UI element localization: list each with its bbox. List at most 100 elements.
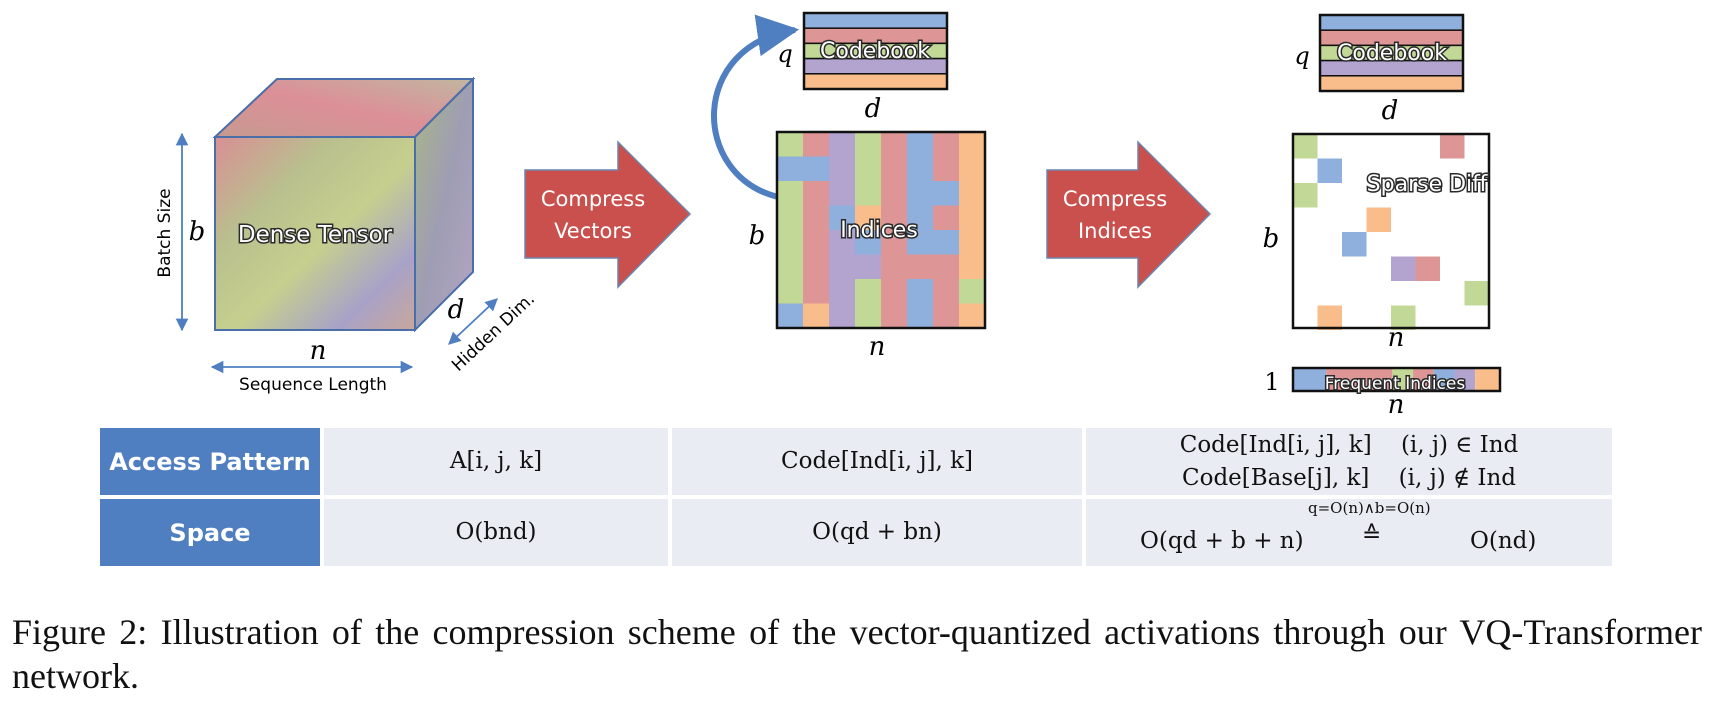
index-cell <box>881 156 907 181</box>
index-cell <box>933 279 959 304</box>
frequent-indices-bar <box>1291 366 1502 393</box>
index-cell <box>777 205 803 230</box>
index-cell <box>777 254 803 279</box>
freq-segment <box>1454 368 1476 391</box>
index-cell <box>855 254 881 279</box>
index-cell <box>829 254 855 279</box>
freq-segment <box>1475 368 1500 391</box>
row-header-access-text: Access Pattern <box>109 447 311 476</box>
table-row-access-pattern: Access Pattern A[i, j, k] Code[Ind[i, j]… <box>100 428 1612 495</box>
index-cell <box>907 230 933 255</box>
index-cell <box>933 181 959 206</box>
dense-tensor-label: Dense Tensor <box>238 222 393 248</box>
index-cell <box>959 205 985 230</box>
freq-segment <box>1392 368 1414 391</box>
codebook2-frame <box>1318 13 1465 93</box>
compress-indices-line1: Compress <box>1063 187 1167 211</box>
sparse-cell <box>1317 305 1342 330</box>
dim-d-label-1: d <box>448 295 465 325</box>
index-cell <box>881 132 907 157</box>
index-cell <box>777 181 803 206</box>
sparse-cell <box>1464 281 1489 306</box>
indices-frame <box>775 130 987 330</box>
codebook-2-label: Codebook <box>1337 41 1447 66</box>
index-cell <box>907 132 933 157</box>
compress-indices-arrow <box>1046 140 1212 289</box>
codebook1-stripe <box>803 73 948 90</box>
figure-caption: Figure 2: Illustration of the compressio… <box>12 612 1702 696</box>
access-dense-cell: A[i, j, k] <box>324 428 668 495</box>
space-indices-cell: O(qd + bn) <box>672 499 1082 566</box>
index-cell <box>803 156 829 181</box>
index-cell <box>959 132 985 157</box>
sparse-diff-label: Sparse Diff <box>1367 172 1488 197</box>
hidden-dim-arrow <box>448 298 498 345</box>
codebook-1 <box>802 11 949 91</box>
freq-dim-1-label: 1 <box>1264 368 1279 396</box>
row-header-space: Space <box>100 499 320 566</box>
index-cell <box>803 230 829 255</box>
freq-dim-n-label: n <box>1388 390 1405 420</box>
sparse-cell <box>1293 134 1318 159</box>
index-cell <box>881 279 907 304</box>
index-cell <box>803 303 829 328</box>
index-cell <box>933 303 959 328</box>
index-cell <box>907 156 933 181</box>
comparison-table: Access Pattern A[i, j, k] Code[Ind[i, j]… <box>100 428 1612 570</box>
index-cell <box>959 181 985 206</box>
codebook1-frame <box>802 11 949 91</box>
codebook-1-label: Codebook <box>820 39 930 64</box>
index-cell <box>907 303 933 328</box>
codebook1-stripe <box>803 12 948 29</box>
index-cell <box>829 181 855 206</box>
index-cell <box>829 132 855 157</box>
row-header-space-text: Space <box>169 518 251 547</box>
sparse-diff-matrix <box>1291 132 1491 330</box>
index-cell <box>855 181 881 206</box>
indices-label: Indices <box>840 218 918 243</box>
index-cell <box>855 156 881 181</box>
index-cell <box>803 254 829 279</box>
index-cell <box>907 205 933 230</box>
freq-frame <box>1291 366 1502 393</box>
dim-n-label-3: n <box>1388 323 1405 353</box>
codebook2-stripe <box>1319 14 1464 31</box>
dim-n-label-1: n <box>310 336 327 366</box>
access-indices-cell: Code[Ind[i, j], k] <box>672 428 1082 495</box>
index-cell <box>907 254 933 279</box>
index-cell <box>907 181 933 206</box>
index-cell <box>803 181 829 206</box>
codebook-2 <box>1318 13 1465 93</box>
table-row-space: Space O(bnd) O(qd + bn) O(qd + b + n) q=… <box>100 499 1612 566</box>
sparse-cell <box>1293 183 1318 208</box>
space-sparse-cell: O(qd + b + n) q=O(n)∧b=O(n) ≙ O(nd) <box>1086 499 1612 566</box>
compress-indices-line2: Indices <box>1078 219 1152 243</box>
dim-d-label-2: d <box>865 94 882 124</box>
index-cell <box>855 279 881 304</box>
space-sparse-equiv: ≙ <box>1362 522 1382 548</box>
access-sparse-line1: Code[Ind[i, j], k] (i, j) ∈ Ind <box>1179 431 1519 458</box>
codebook2-stripe <box>1319 75 1464 92</box>
index-cell <box>933 205 959 230</box>
index-cell <box>829 303 855 328</box>
freq-segment <box>1293 368 1327 391</box>
access-sparse-cell: Code[Ind[i, j], k] (i, j) ∈ Ind Code[Bas… <box>1086 428 1612 495</box>
dim-b-label-2: b <box>749 221 766 251</box>
index-cell <box>959 156 985 181</box>
dim-q-label-1: q <box>777 40 792 68</box>
access-sparse-line2: Code[Base[j], k] (i, j) ∉ Ind <box>1182 464 1516 491</box>
index-cell <box>881 181 907 206</box>
index-cell <box>829 230 855 255</box>
index-cell <box>855 303 881 328</box>
space-indices-text: O(qd + bn) <box>812 519 942 545</box>
index-cell <box>803 279 829 304</box>
freq-segment <box>1413 368 1434 391</box>
index-cell <box>777 156 803 181</box>
batch-size-label: Batch Size <box>155 188 175 277</box>
access-dense-text: A[i, j, k] <box>449 448 543 474</box>
index-cell <box>933 254 959 279</box>
frequent-indices-label: Frequent Indices <box>1325 374 1466 394</box>
space-sparse-condition: q=O(n)∧b=O(n) <box>1308 499 1431 517</box>
compress-vectors-line2: Vectors <box>554 219 632 243</box>
